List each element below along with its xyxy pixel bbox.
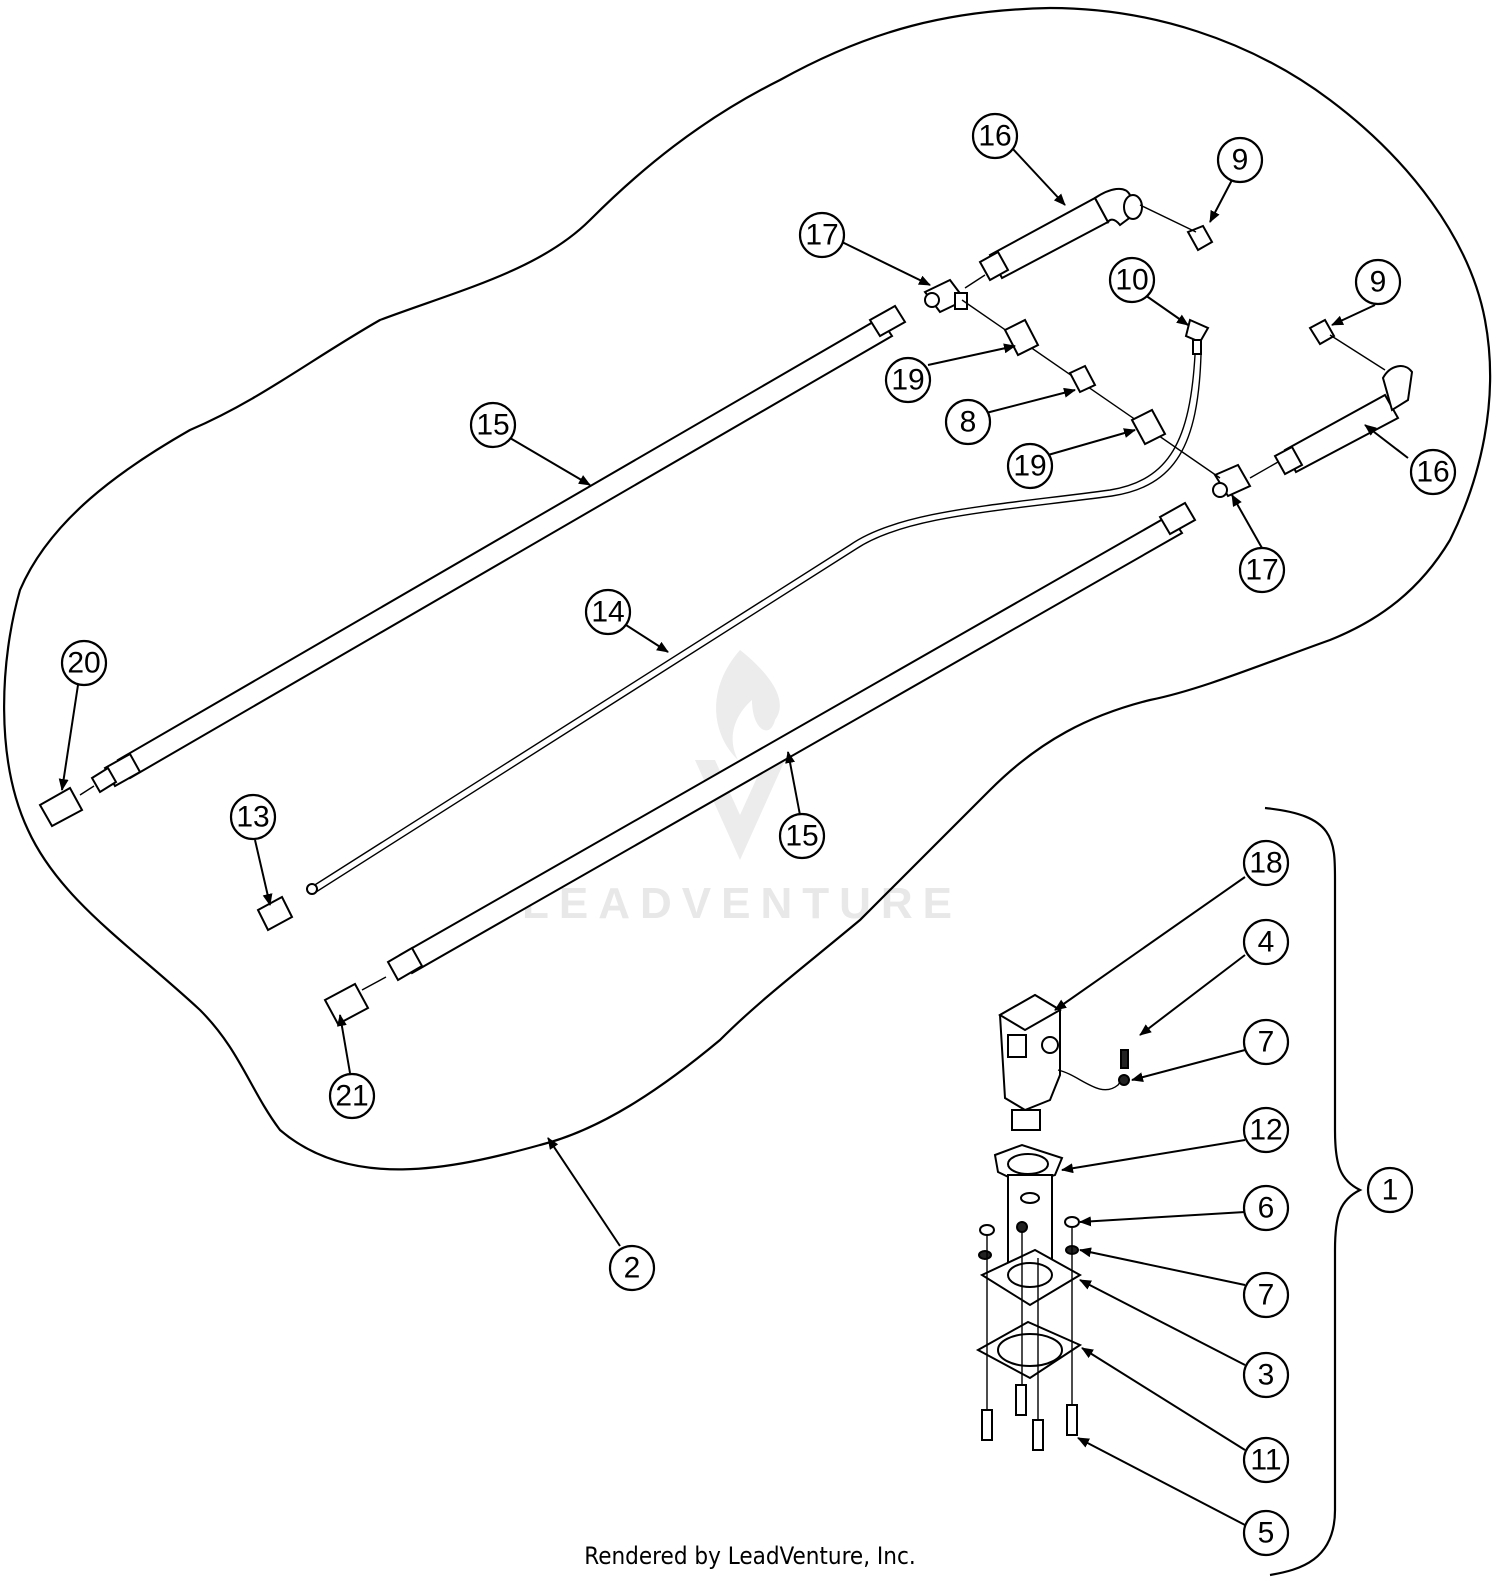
callout-9-lower: 9 xyxy=(1354,258,1402,306)
callout-7-upper: 7 xyxy=(1242,1018,1290,1066)
callout-1: 1 xyxy=(1366,1166,1414,1214)
callout-21: 21 xyxy=(328,1072,376,1120)
svg-text:1: 1 xyxy=(1382,1174,1399,1207)
leadventure-flame-logo-icon xyxy=(695,650,785,860)
pump-assembly xyxy=(975,993,1130,1451)
tube-14 xyxy=(306,354,1202,895)
callout-11: 11 xyxy=(1242,1436,1290,1484)
callout-10: 10 xyxy=(1108,256,1156,304)
svg-text:10: 10 xyxy=(1115,264,1148,297)
svg-text:4: 4 xyxy=(1258,926,1275,959)
callout-16-lower: 16 xyxy=(1409,448,1457,496)
svg-text:15: 15 xyxy=(785,820,818,853)
svg-text:7: 7 xyxy=(1258,1026,1275,1059)
fitting-13 xyxy=(256,895,294,932)
svg-text:9: 9 xyxy=(1370,266,1387,299)
callout-19-lower: 19 xyxy=(1006,442,1054,490)
svg-text:9: 9 xyxy=(1232,144,1249,177)
fitting-21 xyxy=(323,976,387,1026)
callout-14: 14 xyxy=(584,588,632,636)
fitting-10 xyxy=(1184,318,1210,355)
hose-16-lower xyxy=(1273,365,1414,476)
callout-5: 5 xyxy=(1242,1509,1290,1557)
hose-15-upper xyxy=(90,304,907,794)
callout-17-upper: 17 xyxy=(798,211,846,259)
callout-19-upper: 19 xyxy=(884,356,932,404)
callout-7-lower: 7 xyxy=(1242,1271,1290,1319)
fitting-20 xyxy=(38,785,95,828)
callout-15-upper: 15 xyxy=(469,401,517,449)
svg-text:17: 17 xyxy=(1245,554,1278,587)
hose-15-lower xyxy=(386,501,1197,982)
assembly-bracket xyxy=(1264,806,1363,1577)
callout-17-lower: 17 xyxy=(1238,546,1286,594)
svg-text:15: 15 xyxy=(476,409,509,442)
watermark-text: LEADVENTURE xyxy=(522,879,962,928)
fitting-19-lower xyxy=(1130,408,1167,446)
footer-credit: Rendered by LeadVenture, Inc. xyxy=(584,1542,916,1570)
callout-18: 18 xyxy=(1242,839,1290,887)
elbow-9-lower xyxy=(1308,318,1336,346)
callout-20: 20 xyxy=(60,639,108,687)
svg-text:16: 16 xyxy=(1416,456,1449,489)
tee-17-lower xyxy=(1212,463,1252,498)
callout-15-lower: 15 xyxy=(778,812,826,860)
svg-text:5: 5 xyxy=(1258,1517,1275,1550)
svg-text:18: 18 xyxy=(1249,847,1282,880)
svg-text:16: 16 xyxy=(978,120,1011,153)
svg-text:17: 17 xyxy=(805,219,838,252)
callout-4: 4 xyxy=(1242,918,1290,966)
leader-lines xyxy=(58,147,1409,1526)
svg-text:20: 20 xyxy=(67,647,100,680)
callout-8: 8 xyxy=(944,398,992,446)
svg-text:11: 11 xyxy=(1250,1444,1281,1477)
hose-assembly-outline xyxy=(3,6,1492,1171)
svg-text:19: 19 xyxy=(891,364,924,397)
svg-text:6: 6 xyxy=(1258,1192,1275,1225)
callout-16-upper: 16 xyxy=(971,112,1019,160)
svg-text:21: 21 xyxy=(335,1080,368,1113)
hose-16-upper xyxy=(978,187,1143,282)
svg-text:3: 3 xyxy=(1258,1359,1275,1392)
callout-2: 2 xyxy=(608,1244,656,1292)
svg-text:19: 19 xyxy=(1013,450,1046,483)
callout-13: 13 xyxy=(229,793,277,841)
tee-17-upper xyxy=(923,278,968,314)
watermark: LEADVENTURE xyxy=(522,650,962,928)
svg-text:7: 7 xyxy=(1258,1279,1275,1312)
svg-text:13: 13 xyxy=(236,801,269,834)
elbow-9-upper xyxy=(1186,224,1214,252)
svg-text:2: 2 xyxy=(624,1252,641,1285)
svg-text:8: 8 xyxy=(960,406,977,439)
callout-3: 3 xyxy=(1242,1351,1290,1399)
callout-12: 12 xyxy=(1242,1106,1290,1154)
svg-text:14: 14 xyxy=(591,596,624,629)
callout-9-upper: 9 xyxy=(1216,136,1264,184)
fitting-8 xyxy=(1068,364,1097,394)
callout-6: 6 xyxy=(1242,1184,1290,1232)
svg-text:12: 12 xyxy=(1249,1114,1282,1147)
